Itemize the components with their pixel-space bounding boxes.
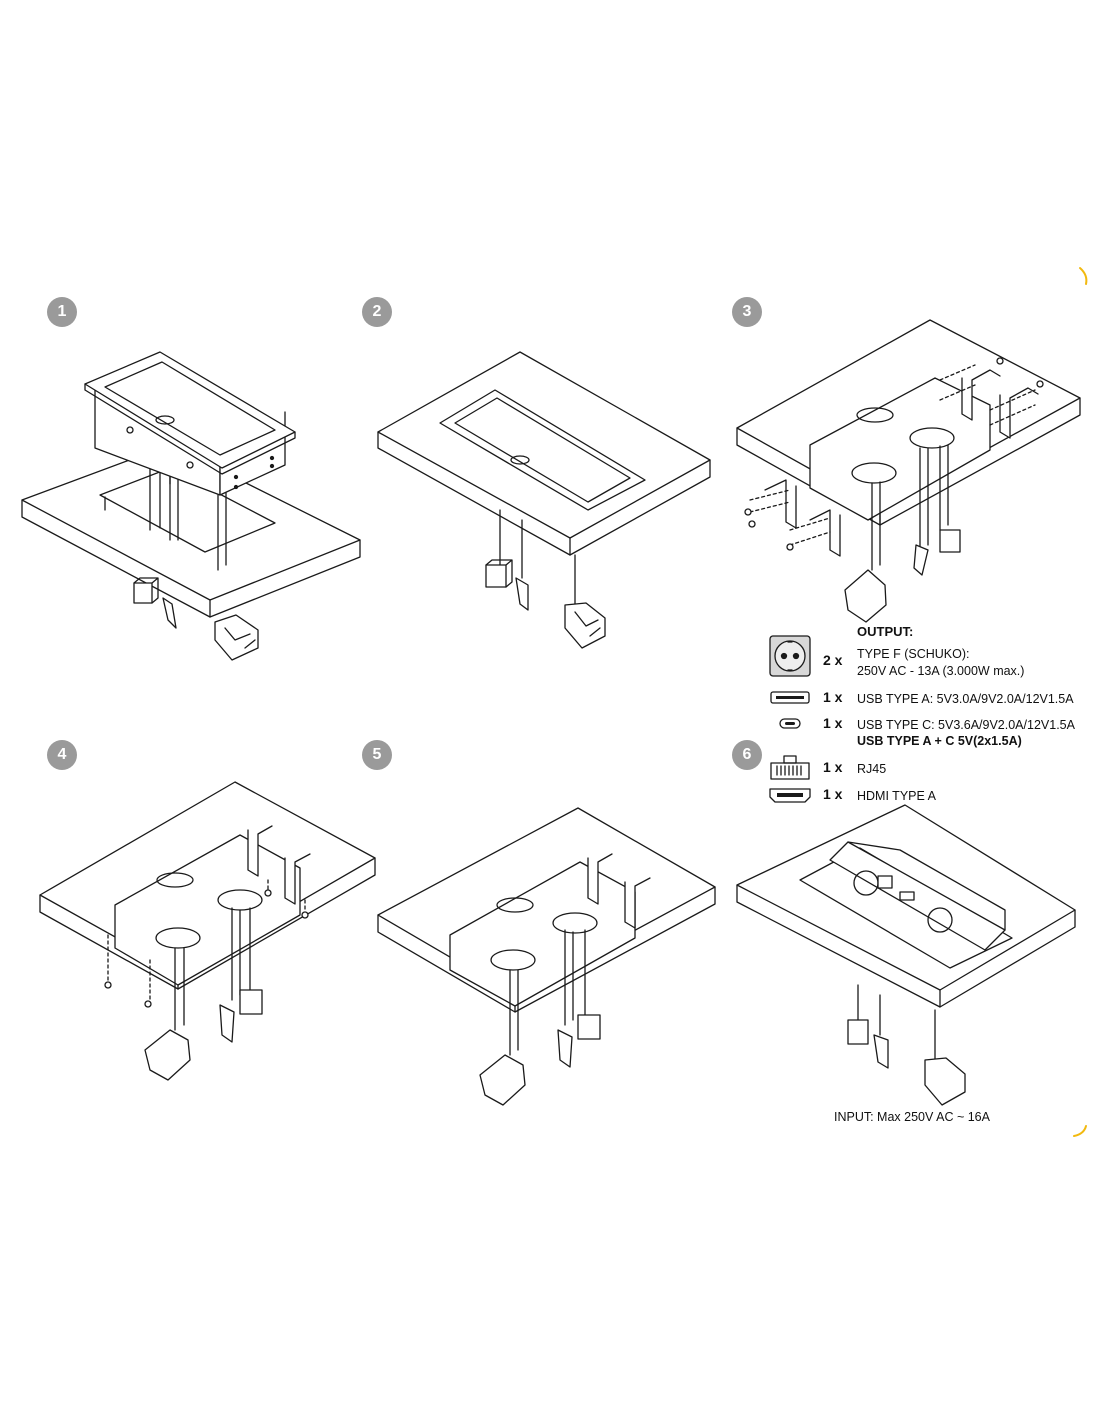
step-2-drawing	[377, 351, 711, 649]
input-rating: INPUT: Max 250V AC ~ 16A	[834, 1110, 990, 1124]
step-badge-1: 1	[47, 297, 77, 327]
usb-combined-label: USB TYPE A + C 5V(2x1.5A)	[857, 734, 1022, 748]
step-5-drawing	[377, 807, 716, 1106]
qty-hdmi: 1 x	[823, 786, 843, 802]
usb-c-port-icon	[779, 718, 801, 729]
hdmi-port-icon	[769, 788, 811, 803]
step-badge-3: 3	[732, 297, 762, 327]
usb-c-label: USB TYPE C: 5V3.6A/9V2.0A/12V1.5A	[857, 718, 1075, 732]
output-title: OUTPUT:	[857, 624, 914, 639]
step-badge-4: 4	[47, 740, 77, 770]
qty-schuko: 2 x	[823, 652, 843, 668]
step-badge-5: 5	[362, 740, 392, 770]
step-6-drawing	[736, 804, 1076, 1106]
usb-a-label: USB TYPE A: 5V3.0A/9V2.0A/12V1.5A	[857, 692, 1074, 706]
step-3-drawing	[736, 319, 1081, 623]
usb-a-port-icon	[770, 691, 810, 704]
qty-rj45: 1 x	[823, 759, 843, 775]
rj45-port-icon	[770, 755, 810, 780]
rj45-label: RJ45	[857, 762, 887, 776]
schuko-socket-icon	[769, 635, 811, 677]
crop-mark-top	[1079, 267, 1088, 285]
schuko-label: TYPE F (SCHUKO):	[857, 647, 970, 661]
hdmi-label: HDMI TYPE A	[857, 789, 936, 803]
schuko-rating: 250V AC - 13A (3.000W max.)	[857, 664, 1025, 678]
crop-mark-bottom	[1073, 1125, 1087, 1137]
step-4-drawing	[39, 781, 376, 1081]
step-1-drawing	[21, 351, 361, 661]
qty-usb-a: 1 x	[823, 689, 843, 705]
step-badge-6: 6	[732, 740, 762, 770]
step-badge-2: 2	[362, 297, 392, 327]
qty-usb-c: 1 x	[823, 715, 843, 731]
